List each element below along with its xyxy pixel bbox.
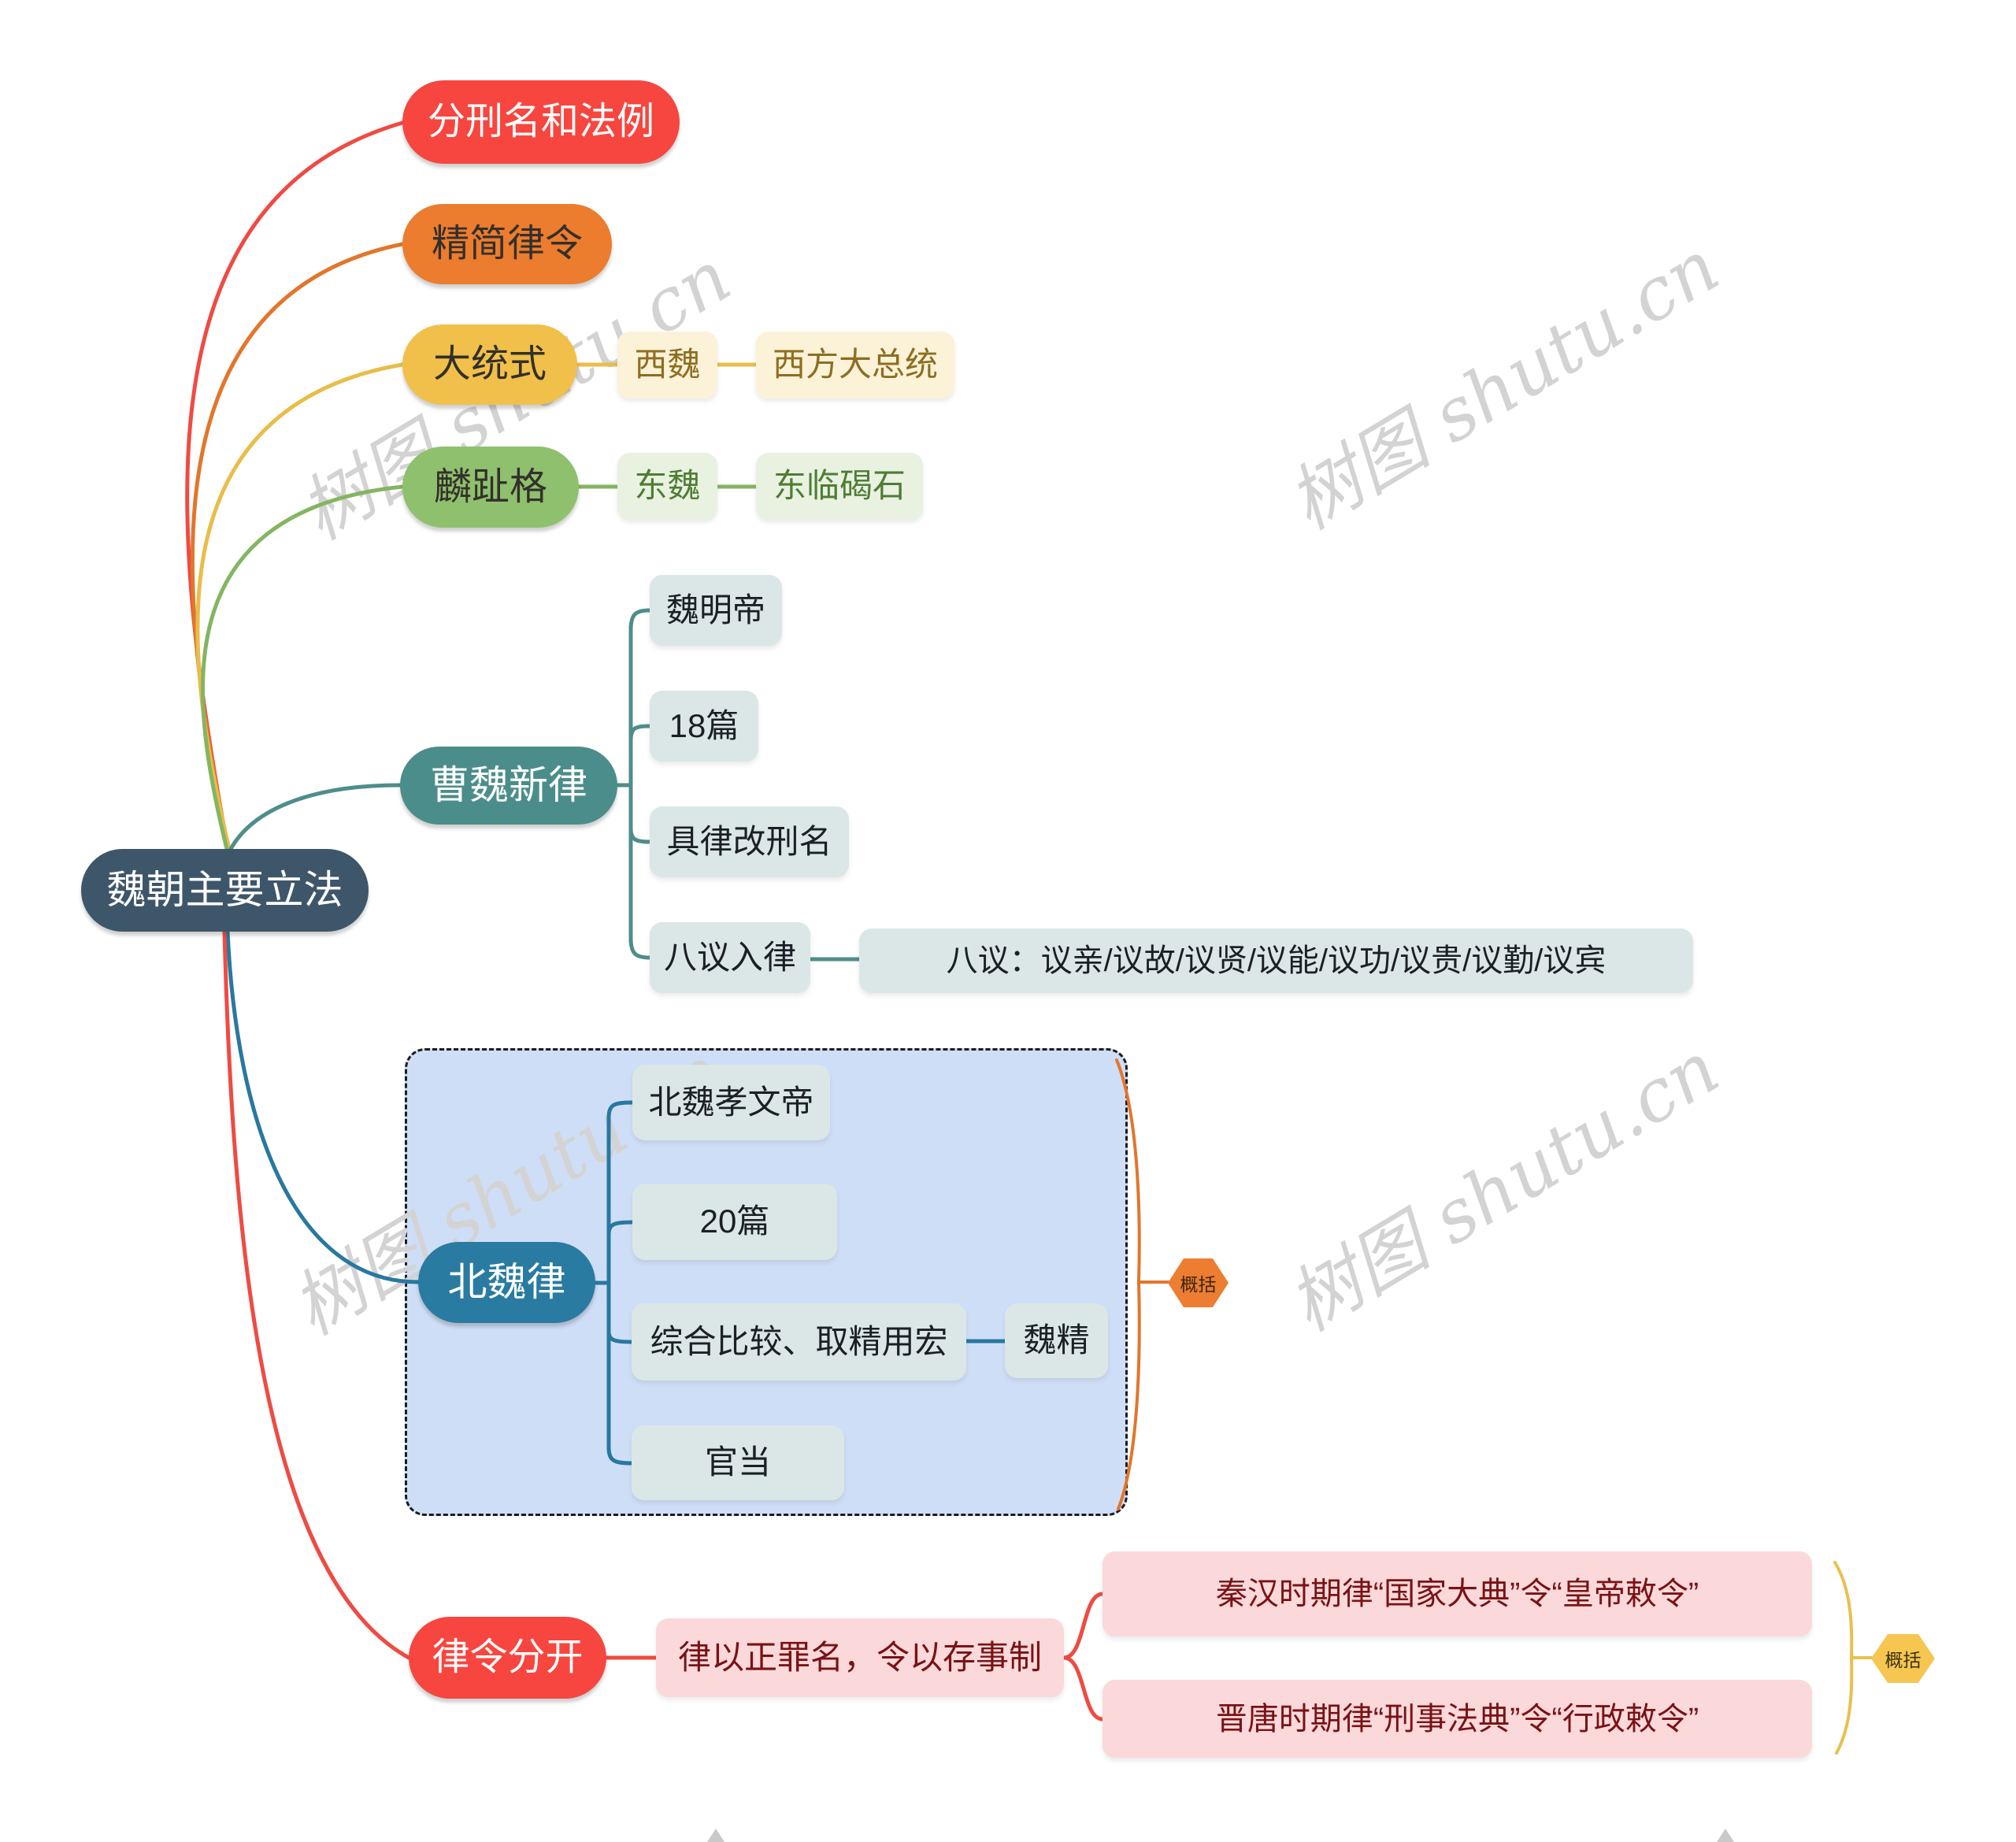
node-linzhige[interactable]: 麟趾格 (402, 447, 579, 528)
node-donglin[interactable]: 东临碣石 (756, 453, 923, 520)
node-guandang[interactable]: 官当 (632, 1425, 844, 1500)
brace-lvling-summary (1833, 1561, 1854, 1755)
node-fenxing-label: 分刑名和法例 (427, 101, 654, 143)
edge-beiwei-xiaowendi (606, 1100, 635, 1121)
node-xifang-label: 西方大总统 (772, 346, 938, 384)
node-xiwei[interactable]: 西魏 (617, 332, 717, 398)
node-20pian[interactable]: 20篇 (632, 1184, 837, 1260)
node-bayi-detail[interactable]: 八议：议亲/议故/议贤/议能/议功/议贵/议勤/议宾 (859, 928, 1693, 993)
node-donglin-label: 东临碣石 (773, 467, 906, 505)
node-bayi-detail-label: 八议：议亲/议故/议贤/议能/议功/议贵/议勤/议宾 (946, 943, 1606, 978)
node-zonghe-label: 综合比较、取精用宏 (650, 1322, 948, 1360)
node-weijing-label: 魏精 (1023, 1321, 1090, 1359)
edge-desc-jintang (1062, 1655, 1105, 1722)
edge-caowei-julv (628, 826, 652, 844)
edge-desc-qinhan (1062, 1592, 1105, 1660)
node-qinhan[interactable]: 秦汉时期律“国家大典”令“皇帝敕令” (1102, 1551, 1812, 1636)
node-root-label: 魏朝主要立法 (106, 867, 343, 912)
edge-caowei-18pian (628, 724, 652, 743)
node-fenxing[interactable]: 分刑名和法例 (402, 80, 680, 164)
node-beiwei-label: 北魏律 (447, 1259, 566, 1304)
node-18pian-label: 18篇 (669, 706, 739, 744)
node-datongshi-label: 大统式 (432, 343, 547, 386)
node-xiaowendi[interactable]: 北魏孝文帝 (632, 1065, 830, 1140)
node-julv-label: 具律改刑名 (666, 822, 832, 860)
edge-caowei-bayi (628, 936, 652, 960)
node-18pian[interactable]: 18篇 (650, 691, 758, 762)
node-weijing[interactable]: 魏精 (1005, 1303, 1108, 1378)
edge-root-linzhige (200, 484, 405, 851)
node-datongshi[interactable]: 大统式 (402, 324, 577, 405)
node-dongwei-label: 东魏 (634, 467, 701, 505)
node-caowei[interactable]: 曹魏新律 (400, 747, 617, 825)
node-xiaowendi-label: 北魏孝文帝 (648, 1083, 814, 1121)
edge-root-beiwei (225, 929, 421, 1284)
edge-beiwei-20pian (606, 1220, 635, 1237)
node-jingjian[interactable]: 精简律令 (402, 204, 612, 284)
node-lvling-label: 律令分开 (432, 1636, 584, 1679)
node-dongwei[interactable]: 东魏 (617, 453, 717, 520)
node-root[interactable]: 魏朝主要立法 (81, 849, 369, 932)
node-qinhan-label: 秦汉时期律“国家大典”令“皇帝敕令” (1215, 1577, 1699, 1611)
node-beiwei[interactable]: 北魏律 (418, 1242, 595, 1323)
node-jintang-label: 晋唐时期律“刑事法典”令“行政敕令” (1215, 1701, 1699, 1736)
badge-beiwei-summary-label: 概括 (1180, 1274, 1217, 1295)
node-jintang[interactable]: 晋唐时期律“刑事法典”令“行政敕令” (1102, 1680, 1812, 1758)
node-caowei-label: 曹魏新律 (430, 762, 587, 807)
node-20pian-label: 20篇 (699, 1203, 770, 1240)
node-linzhige-label: 麟趾格 (433, 465, 547, 508)
node-xiwei-label: 西魏 (634, 346, 701, 384)
node-zonghe[interactable]: 综合比较、取精用宏 (632, 1303, 966, 1381)
node-guandang-label: 官当 (704, 1444, 771, 1481)
edge-root-lvling (222, 929, 411, 1660)
node-bayi-label: 八议入律 (663, 938, 796, 976)
node-lvling-desc[interactable]: 律以正罪名，令以存事制 (656, 1618, 1064, 1697)
node-lvling[interactable]: 律令分开 (409, 1617, 606, 1699)
edge-caowei-weimingdi (628, 608, 652, 632)
node-xifang[interactable]: 西方大总统 (756, 332, 954, 398)
node-bayi[interactable]: 八议入律 (650, 922, 810, 993)
node-julv[interactable]: 具律改刑名 (650, 806, 849, 877)
edge-beiwei-guandang (606, 1445, 634, 1466)
node-jingjian-label: 精简律令 (431, 223, 583, 265)
badge-lvling-summary-label: 概括 (1884, 1650, 1922, 1670)
brace-beiwei-summary (1115, 1058, 1141, 1510)
edge-root-jingjian (190, 242, 405, 851)
node-weimingdi[interactable]: 魏明帝 (650, 575, 782, 646)
edge-root-datongshi (195, 362, 405, 851)
edge-root-caowei (228, 783, 402, 851)
edge-root-fenxing (185, 120, 405, 851)
node-weimingdi-label: 魏明帝 (665, 591, 765, 628)
edge-beiwei-zonghe (606, 1329, 634, 1344)
node-lvling-desc-label: 律以正罪名，令以存事制 (677, 1638, 1042, 1676)
